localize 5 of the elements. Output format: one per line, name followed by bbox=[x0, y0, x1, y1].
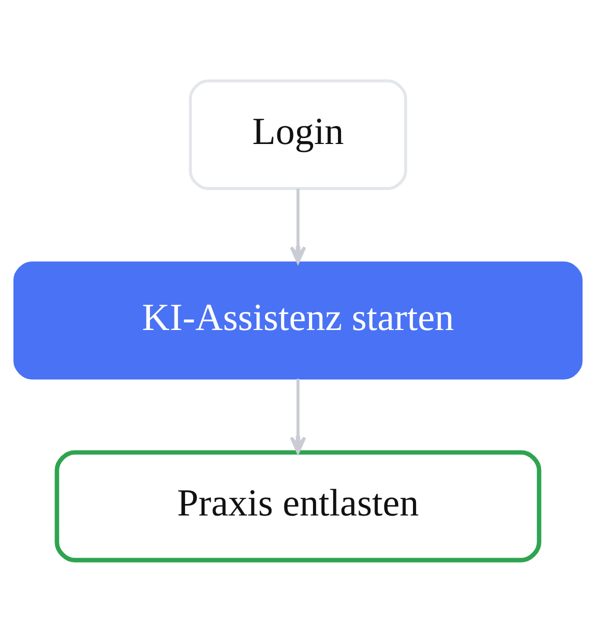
node-box: Praxis entlasten bbox=[54, 450, 542, 562]
node-box: Login bbox=[188, 79, 408, 190]
arrow bbox=[290, 378, 306, 454]
node-box: KI-Assistenz starten bbox=[13, 262, 583, 380]
arrow bbox=[290, 188, 306, 264]
